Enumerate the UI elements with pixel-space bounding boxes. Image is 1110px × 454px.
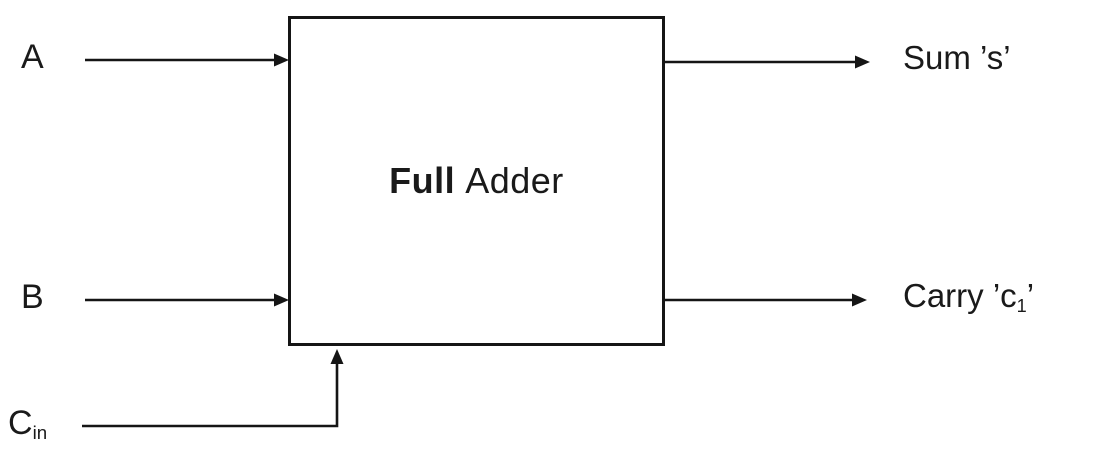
sum-output-arrowhead-icon — [855, 55, 870, 69]
carry-output-label: Carry ’c1’ — [903, 277, 1035, 315]
carry-output-arrowhead-icon — [852, 293, 867, 307]
carry-in-subscript: in — [32, 422, 48, 444]
carry-output-closing-quote: ’ — [1026, 277, 1035, 314]
carry-in-wire — [82, 362, 339, 428]
title-bold-part: Full — [389, 160, 456, 201]
carry-output-base: Carry ’c — [903, 277, 1017, 314]
carry-in-arrowhead-icon — [330, 349, 344, 364]
input-a-label: A — [21, 38, 44, 76]
input-b-arrowhead-icon — [274, 293, 289, 307]
carry-in-base: C — [8, 404, 33, 442]
carry-in-label: Cin — [8, 404, 48, 444]
input-a-arrowhead-icon — [274, 53, 289, 67]
title-rest-part: Adder — [465, 160, 564, 201]
input-b-label: B — [21, 278, 44, 316]
carry-output-subscript: 1 — [1016, 296, 1027, 317]
sum-output-label: Sum ’s’ — [903, 39, 1011, 76]
